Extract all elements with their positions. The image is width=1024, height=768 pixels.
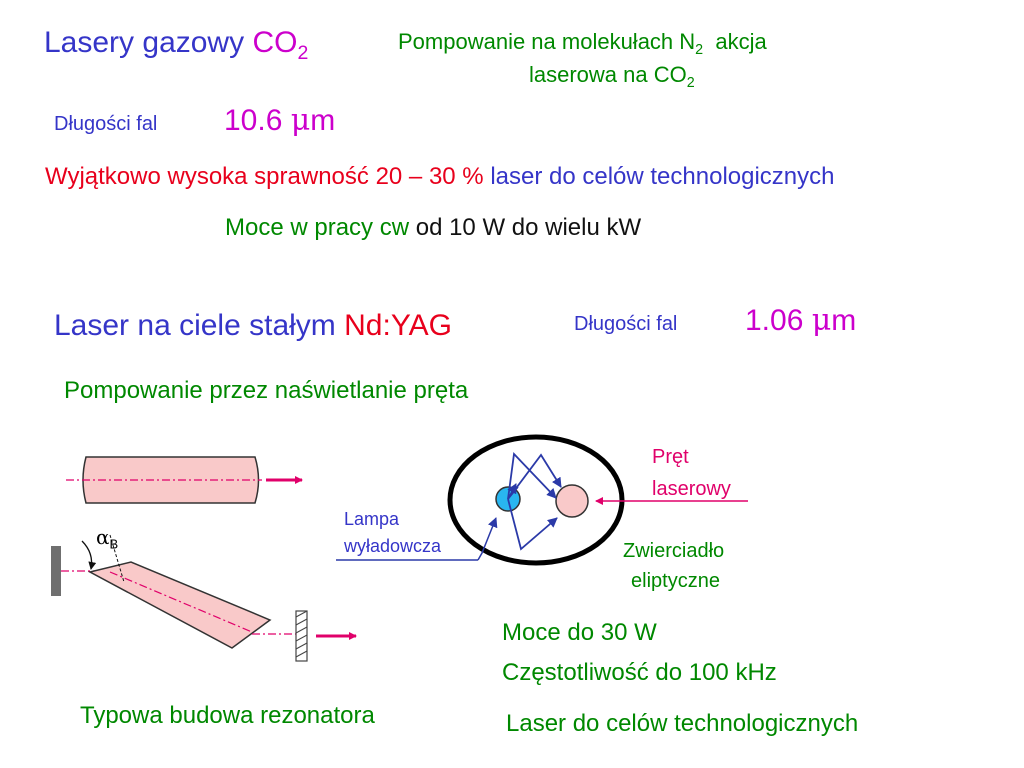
brewster-angle-arc — [81, 540, 97, 570]
co2-efficiency: Wyjątkowo wysoka sprawność 20 – 30 % las… — [45, 163, 835, 191]
lamp-label-line1: Lampa — [344, 509, 400, 529]
lamp-pointer — [477, 517, 498, 561]
co2-power-value: od 10 W do wielu kW — [415, 214, 642, 241]
ndyag-wavelength-value: 1.06 μm — [745, 303, 857, 338]
co2-wavelength-label: Długości fal — [54, 113, 158, 135]
lamp-label-line2: wyładowcza — [344, 536, 442, 556]
elliptical-cavity — [336, 434, 748, 566]
co2-wavelength-value: 10.6 μm — [224, 103, 336, 138]
resonator-caption: Typowa budowa rezonatora — [80, 702, 375, 729]
co2-pumping-line1: Pompowanie na molekułach N2 akcja — [398, 29, 767, 58]
co2-power-label: Moce w pracy cw — [225, 214, 416, 241]
rod-label-line2: laserowy — [652, 478, 731, 500]
co2-title: Lasery gazowy CO2 — [44, 26, 309, 64]
co2-title-formula: CO2 — [252, 26, 309, 64]
ndyag-application: Laser do celów technologicznych — [506, 710, 859, 737]
ndyag-title: Laser na ciele stałym Nd:YAG — [54, 309, 452, 342]
laser-rod — [555, 484, 589, 518]
elliptical-mirror — [447, 434, 625, 566]
rod-label-line1: Pręt — [652, 446, 689, 468]
mirror-label-line2: eliptyczne — [631, 570, 720, 592]
co2-efficiency-text: Wyjątkowo wysoka sprawność 20 – 30 % — [45, 163, 491, 190]
ndyag-title-formula: Nd:YAG — [344, 309, 452, 342]
ndyag-wavelength-label: Długości fal — [574, 313, 678, 335]
co2-pumping-line2: laserowa na CO2 — [529, 62, 695, 91]
co2-title-prefix: Lasery gazowy — [44, 26, 253, 59]
ndyag-pumping: Pompowanie przez naświetlanie pręta — [64, 377, 469, 404]
straight-rod — [66, 456, 303, 504]
ndyag-frequency: Częstotliwość do 100 kHz — [502, 659, 777, 686]
brewster-rod — [87, 561, 272, 649]
brewster-normal-line — [109, 534, 125, 583]
brewster-angle-label: αB — [96, 525, 119, 552]
output-coupler — [295, 610, 308, 662]
ndyag-power: Moce do 30 W — [502, 619, 657, 646]
brewster-resonator — [51, 534, 357, 662]
mirror-label-line1: Zwierciadło — [623, 540, 725, 562]
co2-application-text: laser do celów technologicznych — [490, 163, 835, 190]
rear-mirror — [51, 546, 61, 596]
co2-power: Moce w pracy cw od 10 W do wielu kW — [225, 214, 641, 242]
